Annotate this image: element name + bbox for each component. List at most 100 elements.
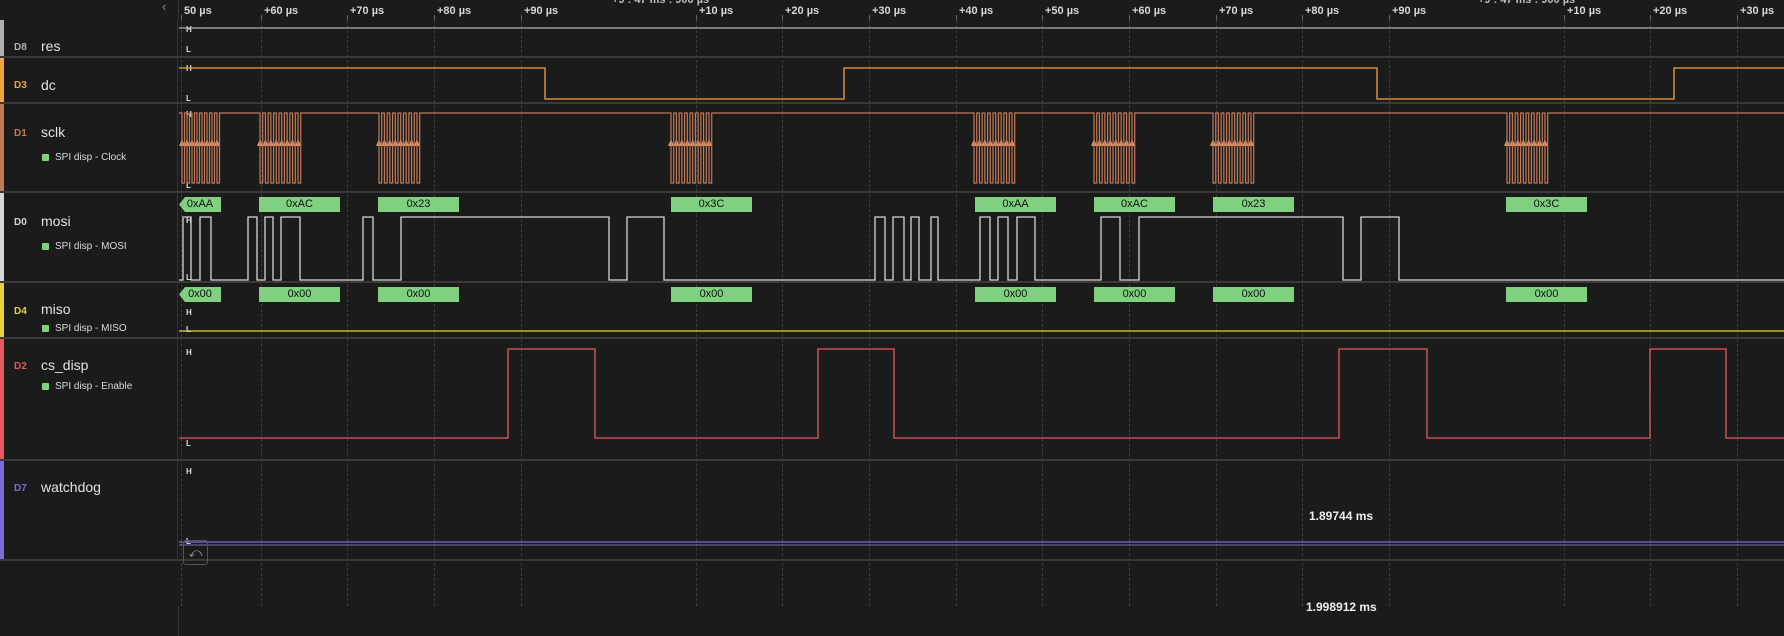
channel-row-watchdog[interactable]: D7 watchdog H L (0, 461, 1784, 561)
channel-list: D8 res H L D3 dc H L D1 sclk SPI disp - … (0, 20, 1784, 636)
spi-packet[interactable]: 0x00 (1094, 287, 1175, 302)
channel-row-res[interactable]: D8 res H L (0, 20, 1784, 58)
ruler-tick-label: +60 µs (1132, 5, 1167, 17)
channel-row-cs-disp[interactable]: D2 cs_disp SPI disp - Enable H L (0, 339, 1784, 461)
channel-label-watchdog[interactable]: D7 watchdog (0, 461, 178, 559)
analyzer-tag[interactable]: SPI disp - MOSI (42, 241, 127, 252)
ruler-tick-label: +30 µs (1740, 5, 1775, 17)
analyzer-label: SPI disp - MOSI (55, 241, 127, 252)
ruler-tick-label: +30 µs (872, 5, 907, 17)
ruler-tick-mark (1302, 15, 1303, 20)
ruler-tick-mark (1389, 15, 1390, 20)
channel-number: D2 (14, 361, 27, 372)
channel-label-sclk[interactable]: D1 sclk SPI disp - Clock (0, 104, 178, 191)
spi-packet[interactable]: 0xAA (975, 197, 1056, 212)
ruler-tick-mark (1650, 15, 1651, 20)
channel-name: dc (41, 77, 56, 93)
trigger-edge-icon[interactable]: ⤺ (183, 540, 208, 565)
spi-packet[interactable]: 0x23 (378, 197, 459, 212)
ruler-tick-label: +80 µs (437, 5, 472, 17)
channel-name: cs_disp (41, 357, 89, 373)
channel-name: miso (41, 301, 71, 317)
time-ruler[interactable]: ‹ 50 µs+60 µs+70 µs+80 µs+90 µs+10 µs+20… (0, 0, 1784, 20)
analyzer-label: SPI disp - MISO (55, 323, 127, 334)
waveform-res[interactable] (179, 20, 1784, 58)
ruler-tick-label: +80 µs (1305, 5, 1340, 17)
channel-label-miso[interactable]: D4 miso SPI disp - MISO (0, 283, 178, 337)
level-high-marker: H (186, 308, 192, 317)
channel-label-dc[interactable]: D3 dc (0, 58, 178, 102)
ruler-tick-mark (782, 15, 783, 20)
measurement-upper: 1.89744 ms (1306, 509, 1377, 523)
channel-color-bar (0, 193, 4, 281)
spi-packet[interactable]: 0x00 (378, 287, 459, 302)
channel-row-mosi[interactable]: D0 mosi SPI disp - MOSI H L 0xAA 0xAC 0x23… (0, 193, 1784, 283)
channel-number: D7 (14, 483, 27, 494)
ruler-tick-mark (434, 15, 435, 20)
analyzer-tag[interactable]: SPI disp - Clock (42, 152, 126, 163)
analyzer-dot (42, 325, 49, 332)
waveform-cs-disp[interactable] (179, 339, 1784, 461)
spi-packet[interactable]: 0x23 (1213, 197, 1294, 212)
waveform-sclk[interactable] (179, 104, 1784, 193)
analyzer-tag[interactable]: SPI disp - MISO (42, 323, 127, 334)
ruler-left-panel: ‹ (0, 0, 179, 20)
channel-label-cs-disp[interactable]: D2 cs_disp SPI disp - Enable (0, 339, 178, 459)
collapse-left-icon[interactable]: ‹ (162, 0, 167, 14)
level-high-marker: H (186, 216, 192, 225)
ruler-tick-label: +70 µs (350, 5, 385, 17)
ruler-tick-mark (1216, 15, 1217, 20)
ruler-tick-mark (521, 15, 522, 20)
spi-packet[interactable]: 0x00 (1506, 287, 1587, 302)
spi-packet[interactable]: 0x3C (1506, 197, 1587, 212)
channel-number: D4 (14, 306, 27, 317)
channel-label-res[interactable]: D8 res (0, 20, 178, 56)
channel-name: sclk (41, 124, 66, 140)
ruler-tick-label: +90 µs (524, 5, 559, 17)
spi-packet[interactable]: 0x00 (179, 287, 221, 302)
ruler-tick-label: 50 µs (184, 5, 212, 17)
channel-row-dc[interactable]: D3 dc H L (0, 58, 1784, 104)
ruler-tick-mark (1042, 15, 1043, 20)
ruler-tick-label: +50 µs (1045, 5, 1080, 17)
channel-color-bar (0, 20, 4, 56)
ruler-reference-label: +9 : 47 ms : 900 µs (1478, 0, 1576, 6)
channel-number: D3 (14, 80, 27, 91)
ruler-tick-mark (261, 15, 262, 20)
ruler-tick-label: +90 µs (1392, 5, 1427, 17)
spi-packet[interactable]: 0xAC (1094, 197, 1175, 212)
level-low-marker: L (186, 273, 191, 282)
spi-packet[interactable]: 0x00 (259, 287, 340, 302)
channel-color-bar (0, 339, 4, 459)
channel-number: D0 (14, 217, 27, 228)
channel-label-mosi[interactable]: D0 mosi SPI disp - MOSI (0, 193, 178, 281)
analyzer-tag[interactable]: SPI disp - Enable (42, 381, 132, 392)
level-low-marker: L (186, 45, 191, 54)
ruler-tick-mark (869, 15, 870, 20)
waveform-miso[interactable] (179, 283, 1784, 339)
channel-name: watchdog (41, 479, 101, 495)
spi-packet[interactable]: 0x3C (671, 197, 752, 212)
spi-packet[interactable]: 0xAC (259, 197, 340, 212)
ruler-tick-mark (181, 15, 182, 20)
ruler-tick-label: +70 µs (1219, 5, 1254, 17)
ruler-tick-label: +20 µs (785, 5, 820, 17)
channel-row-sclk[interactable]: D1 sclk SPI disp - Clock H L (0, 104, 1784, 193)
spi-packet[interactable]: 0xAA (179, 197, 221, 212)
spi-packet[interactable]: 0x00 (1213, 287, 1294, 302)
spi-packet[interactable]: 0x00 (671, 287, 752, 302)
channel-name: res (41, 38, 61, 54)
channel-color-bar (0, 283, 4, 337)
footer-left-panel (0, 606, 179, 636)
analyzer-dot (42, 243, 49, 250)
ruler-tick-mark (956, 15, 957, 20)
level-high-marker: H (186, 467, 192, 476)
ruler-reference-label: +9 : 47 ms : 900 µs (612, 0, 710, 6)
waveform-watchdog[interactable] (179, 461, 1784, 561)
waveform-dc[interactable] (179, 58, 1784, 104)
waveform-mosi[interactable] (179, 193, 1784, 283)
spi-packet[interactable]: 0x00 (975, 287, 1056, 302)
ruler-tick-label: +60 µs (264, 5, 299, 17)
channel-color-bar (0, 104, 4, 191)
